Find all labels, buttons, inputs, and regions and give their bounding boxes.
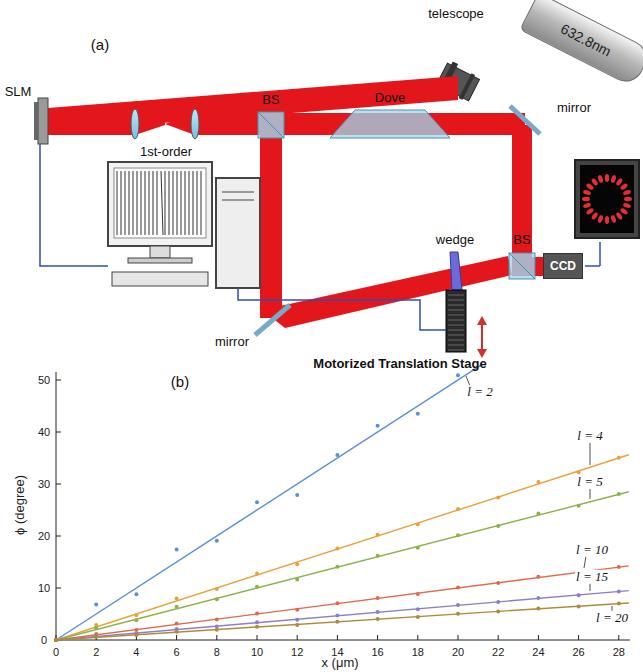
translation-stage (446, 290, 487, 358)
tick-label: 4 (133, 646, 139, 658)
cable (599, 242, 601, 266)
curve-label: l = 10 (575, 543, 609, 557)
mirror-plate (255, 305, 290, 335)
part-label: telescope (428, 7, 484, 21)
node-text: 632.8nm (558, 21, 614, 60)
tick-label: 2 (93, 646, 99, 658)
laser-beam (48, 76, 544, 328)
part-label: mirror (557, 101, 591, 115)
curve-label: l = 4 (576, 429, 603, 443)
tick-label: 20 (452, 646, 464, 658)
tick-label: 26 (572, 646, 584, 658)
part-label: Motorized Translation Stage (313, 357, 486, 371)
mirror-plate (510, 106, 540, 134)
tick-label: 10 (251, 646, 263, 658)
part-label: BS (513, 233, 530, 247)
part-label: Dove (375, 91, 405, 105)
beam-splitter (258, 112, 284, 138)
tick-label: 28 (613, 646, 625, 658)
curve-label: l = 5 (576, 475, 603, 489)
cable (40, 144, 108, 266)
tick-label: 24 (532, 646, 544, 658)
tick-label: 18 (412, 646, 424, 658)
curve-label: l = 15 (575, 570, 609, 584)
tick-label: 0 (53, 646, 59, 658)
slm-device (38, 98, 48, 144)
tick-label: 40 (38, 426, 50, 438)
curve-label: l = 2 (466, 385, 493, 399)
tick-label: 0 (41, 634, 47, 646)
cable (238, 288, 446, 330)
node-text: CCD (550, 259, 576, 273)
wedge-plate (450, 252, 462, 290)
part-label: (b) (171, 374, 189, 391)
dove-prism (330, 110, 450, 138)
chart-axes (56, 372, 630, 640)
part-label: 1st-order (140, 145, 192, 159)
computer (108, 162, 260, 288)
ccd-camera: CCD (543, 253, 583, 279)
laser-head: 632.8nm (519, 0, 643, 88)
part-label: BS (262, 93, 279, 107)
cable (585, 265, 600, 267)
slm-mount (34, 102, 38, 140)
part-label: ϕ (degree) (13, 475, 27, 535)
tick-label: 16 (371, 646, 383, 658)
part-label: mirror (215, 335, 249, 349)
lens (131, 109, 139, 139)
ccd-monitor (575, 160, 639, 238)
part-label: wedge (436, 233, 474, 247)
tick-label: 30 (38, 478, 50, 490)
tick-label: 22 (492, 646, 504, 658)
curve-label: l = 20 (595, 611, 629, 625)
tick-label: 20 (38, 530, 50, 542)
tick-label: 6 (174, 646, 180, 658)
tick-label: 10 (38, 582, 50, 594)
part-label: x (μm) (321, 656, 358, 670)
tick-label: 8 (214, 646, 220, 658)
lens (191, 109, 199, 139)
part-label: SLM (5, 85, 32, 99)
chart-plot (54, 364, 629, 642)
tick-label: 12 (291, 646, 303, 658)
part-label: (a) (91, 37, 109, 54)
tick-label: 50 (38, 374, 50, 386)
beam-splitter (509, 253, 535, 279)
